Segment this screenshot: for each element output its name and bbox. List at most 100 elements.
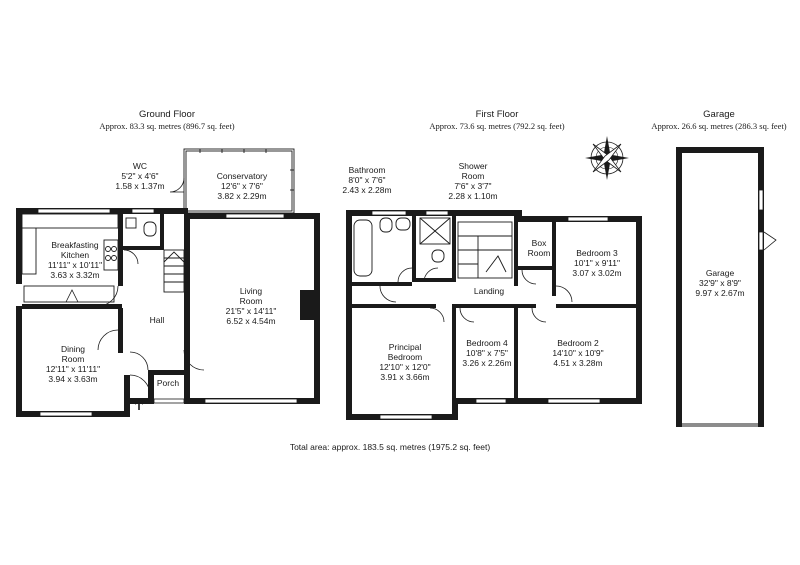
room-name: Bedroom 4	[466, 338, 508, 348]
wc-basin	[125, 217, 137, 229]
room-metric: 3.26 x 2.26m	[462, 358, 512, 368]
ground-floor-area: Approx. 83.3 sq. metres (896.7 sq. feet)	[99, 121, 235, 131]
landing-cupboard-door	[379, 285, 397, 303]
bedroom2-window	[547, 398, 601, 404]
room-label-wc: WC 5'2" x 4'6" 1.58 x 1.37m	[115, 161, 164, 191]
room-name-line1: Principal	[388, 342, 422, 352]
kitchen-dining-wall	[22, 304, 122, 309]
principal-top-wall	[352, 304, 436, 308]
boxroom-right-wall	[552, 216, 556, 296]
total-area-note: Total area: approx. 183.5 sq. metres (19…	[289, 442, 491, 452]
room-imperial: 11'11" x 10'11"	[47, 260, 103, 270]
room-label-garage: Garage 32'9" x 8'9" 9.97 x 2.67m	[695, 268, 744, 298]
room-name-line1: Box	[531, 238, 547, 248]
hall-door-swing	[129, 351, 149, 371]
room-name-line1: Dining	[60, 344, 86, 354]
room-metric: 3.82 x 2.29m	[217, 191, 267, 201]
first-bottom-step-left	[452, 398, 458, 420]
living-rear-opening	[225, 213, 285, 219]
bedroom4-top-wall	[452, 304, 536, 308]
room-imperial: 32'9" x 8'9"	[699, 278, 741, 288]
room-label-bathroom: Bathroom 8'0" x 7'6" 2.43 x 2.28m	[342, 165, 391, 195]
room-name: Bathroom	[348, 165, 386, 175]
boxroom-bottom-wall	[518, 266, 552, 270]
room-metric: 4.51 x 3.28m	[553, 358, 603, 368]
dining-window	[39, 411, 93, 417]
kitchen-window	[37, 208, 111, 214]
room-metric: 9.97 x 2.67m	[695, 288, 745, 298]
bedroom4-door-swing	[459, 307, 475, 323]
bedroom2-door-swing	[531, 307, 547, 323]
room-label-dining: Dining Room 12'11" x 11'11" 3.94 x 3.63m	[46, 344, 100, 384]
porch-top-wall	[148, 370, 190, 375]
room-imperial: 10'1" x 9'11"	[573, 258, 620, 268]
room-label-porch: Porch	[157, 378, 179, 388]
first-bottom-wall-right	[452, 398, 642, 404]
garage-left-wall	[676, 147, 682, 427]
wc-toilet	[143, 221, 157, 237]
ground-floor-title: Ground Floor	[139, 109, 195, 120]
kitchen-hob	[103, 239, 119, 271]
bedroom3-window	[567, 216, 609, 222]
dining-hall-wall	[118, 308, 123, 353]
bathroom-toilet	[379, 217, 393, 233]
room-metric: 6.52 x 4.54m	[226, 316, 276, 326]
living-right-wall	[314, 213, 320, 404]
living-door-swing	[183, 349, 205, 371]
ground-floor-stairs	[163, 249, 185, 293]
room-metric: 2.28 x 1.10m	[448, 191, 498, 201]
dining-door-swing	[97, 329, 119, 351]
entrance-arrow-icon	[134, 398, 144, 410]
room-imperial: 7'6" x 3'7"	[454, 181, 492, 191]
garage-side-door	[763, 231, 777, 251]
room-name: Hall	[149, 315, 165, 325]
first-top-step	[516, 210, 522, 220]
garage-right-wall	[758, 147, 764, 427]
bathroom-bath	[353, 219, 373, 277]
room-name-line1: Breakfasting	[51, 240, 99, 250]
garage-side-door-gap	[758, 231, 764, 251]
bedroom4-bedroom2-wall	[514, 304, 518, 404]
room-label-shower: Shower Room 7'6" x 3'7" 2.28 x 1.10m	[448, 161, 497, 201]
garage-header: Garage Approx. 26.6 sq. metres (286.3 sq…	[651, 109, 786, 132]
living-left-wall	[184, 214, 190, 404]
room-label-living: Living Room 21'5" x 14'11" 6.52 x 4.54m	[226, 286, 277, 326]
room-name-line2: Bedroom	[387, 352, 423, 362]
room-name-line2: Kitchen	[60, 250, 90, 260]
boxroom-door-swing	[521, 269, 537, 285]
principal-bedroom4-wall	[452, 304, 456, 404]
room-label-principal: Principal Bedroom 12'10" x 12'0" 3.91 x …	[379, 342, 430, 382]
room-name-line2: Room	[61, 354, 85, 364]
room-name: Garage	[705, 268, 735, 278]
kitchen-bar-stool	[65, 289, 79, 303]
living-chimney-breast	[300, 290, 314, 320]
room-metric: 3.91 x 3.66m	[380, 372, 430, 382]
kitchen-door-swing	[97, 285, 119, 307]
room-label-landing: Landing	[474, 286, 504, 296]
room-label-boxroom: Box Room	[528, 238, 551, 258]
room-label-kitchen: Breakfasting Kitchen 11'11" x 10'11" 3.6…	[48, 240, 102, 280]
kitchen-hall-wall	[118, 214, 123, 286]
room-metric: 3.63 x 3.32m	[50, 270, 100, 280]
room-imperial: 10'8" x 7'5"	[466, 348, 508, 358]
bathroom-shower-wall	[412, 216, 416, 282]
room-metric: 2.43 x 2.28m	[342, 185, 392, 195]
shower-right-wall	[452, 216, 456, 282]
room-imperial: 8'0" x 7'6"	[348, 175, 386, 185]
bedroom3-door-swing	[555, 285, 573, 303]
wc-right-wall	[160, 214, 164, 250]
room-imperial: 12'6" x 7'6"	[221, 181, 263, 191]
room-label-bedroom2: Bedroom 2 14'10" x 10'9" 4.51 x 3.28m	[552, 338, 603, 368]
room-imperial: 12'10" x 12'0"	[379, 362, 431, 372]
room-name-line1: Shower	[458, 161, 488, 171]
porch-window	[153, 398, 185, 404]
bathroom-basin	[395, 217, 411, 231]
ground-floor-header: Ground Floor Approx. 83.3 sq. metres (89…	[99, 109, 234, 132]
living-front-window	[204, 398, 298, 404]
garage-title: Garage	[703, 109, 735, 120]
room-imperial: 14'10" x 10'9"	[552, 348, 604, 358]
bedroom4-window	[475, 398, 507, 404]
garage-top-wall	[676, 147, 764, 153]
first-right-wall	[636, 216, 642, 404]
room-name: Conservatory	[216, 171, 268, 181]
